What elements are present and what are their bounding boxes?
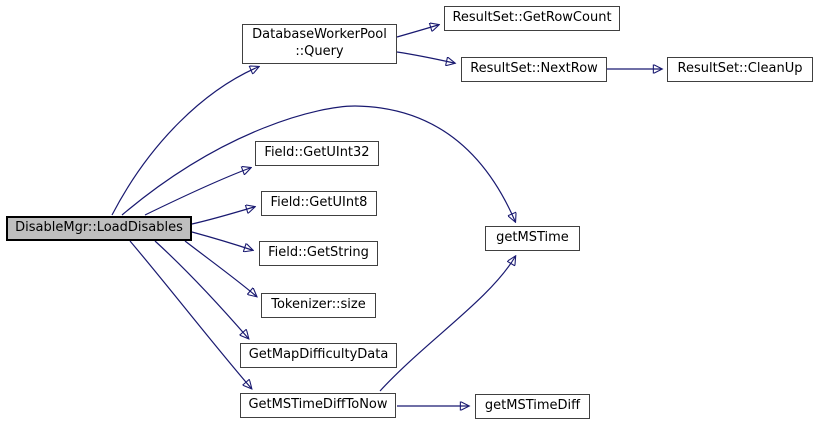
edge-loaddisables-to-tokenizer-size [184, 240, 256, 296]
node-getrowcount[interactable]: ResultSet::GetRowCount [444, 6, 620, 31]
node-getmapdifficultydata-label: GetMapDifficultyData [248, 347, 389, 363]
edge-loaddisables-to-getuint8 [191, 207, 254, 225]
node-getrowcount-label: ResultSet::GetRowCount [452, 10, 612, 26]
node-getuint32[interactable]: Field::GetUInt32 [255, 141, 379, 166]
node-getuint8-label: Field::GetUInt8 [270, 195, 368, 211]
edge-loaddisables-to-getmstimedifftonow [129, 240, 251, 388]
node-getuint8[interactable]: Field::GetUInt8 [261, 191, 377, 216]
node-query-label: DatabaseWorkerPool ::Query [252, 27, 387, 59]
node-cleanup-label: ResultSet::CleanUp [677, 61, 803, 77]
node-getuint32-label: Field::GetUInt32 [264, 145, 370, 161]
edge-getmstimedifftonow-to-getmstime [379, 257, 515, 392]
node-loaddisables-label: DisableMgr::LoadDisables [15, 220, 183, 236]
node-getstring[interactable]: Field::GetString [259, 241, 378, 266]
node-getmstimediff[interactable]: getMSTimeDiff [475, 394, 590, 419]
edge-loaddisables-to-getmstime [121, 105, 515, 221]
edge-loaddisables-to-getstring [191, 231, 252, 250]
node-getmstimedifftonow-label: GetMSTimeDiffToNow [248, 397, 388, 413]
edge-loaddisables-to-getmapdifficultydata [154, 240, 248, 338]
node-getmstime[interactable]: getMSTime [485, 226, 580, 251]
edge-query-to-getrowcount [396, 25, 438, 38]
node-nextrow-label: ResultSet::NextRow [470, 61, 598, 77]
node-getmstime-label: getMSTime [496, 230, 569, 246]
node-getstring-label: Field::GetString [268, 245, 369, 261]
node-query[interactable]: DatabaseWorkerPool ::Query [242, 24, 397, 64]
node-getmstimedifftonow[interactable]: GetMSTimeDiffToNow [240, 393, 396, 418]
node-tokenizer-size-label: Tokenizer::size [271, 297, 366, 313]
node-cleanup[interactable]: ResultSet::CleanUp [667, 57, 813, 82]
node-loaddisables[interactable]: DisableMgr::LoadDisables [6, 216, 192, 241]
node-getmapdifficultydata[interactable]: GetMapDifficultyData [240, 343, 397, 368]
edge-loaddisables-to-query [111, 67, 258, 216]
edge-loaddisables-to-getuint32 [144, 168, 250, 216]
node-getmstimediff-label: getMSTimeDiff [484, 398, 581, 414]
edge-query-to-nextrow [396, 51, 454, 63]
node-nextrow[interactable]: ResultSet::NextRow [461, 57, 607, 82]
node-tokenizer-size[interactable]: Tokenizer::size [261, 293, 376, 318]
